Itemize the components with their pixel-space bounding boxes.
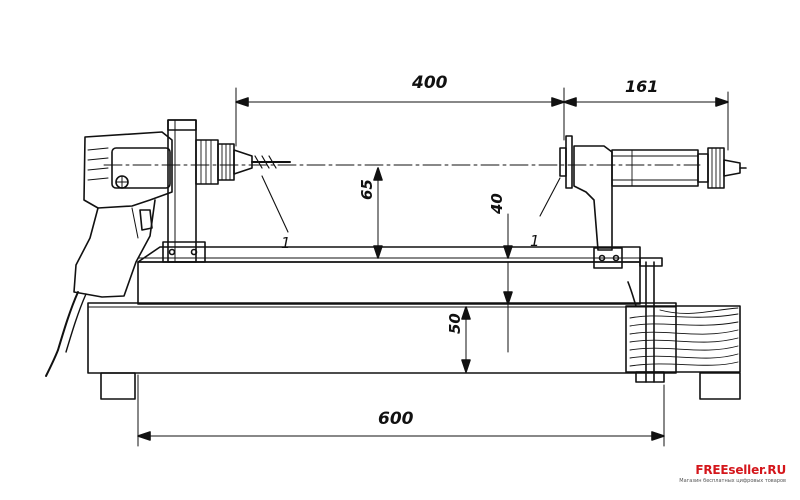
- callout-1-right: 1: [530, 232, 540, 250]
- dim-161: 161: [625, 77, 658, 96]
- clamp-bolt: [627, 257, 665, 383]
- tailstock: [559, 135, 747, 269]
- dim-40: 40: [488, 193, 506, 215]
- base-beam: [87, 246, 677, 374]
- headstock-bracket: [162, 119, 206, 263]
- drive-spur: [251, 155, 291, 169]
- dim-600: 600: [378, 409, 414, 429]
- foot-right: [699, 372, 741, 400]
- watermark-brand: FREEseller.RU: [695, 463, 786, 477]
- drill-chuck: [195, 139, 253, 185]
- callout-leader-left: [261, 175, 289, 233]
- dim-65: 65: [358, 179, 376, 200]
- dim-line-600: [137, 374, 665, 447]
- callout-leader-right: [539, 177, 561, 217]
- electric-drill: [45, 131, 173, 377]
- watermark-tagline: Магазин бесплатных цифровых товаров: [679, 478, 786, 484]
- watermark: FREEseller.RU Магазин бесплатных цифровы…: [679, 463, 786, 484]
- wood-end-block: [625, 305, 741, 373]
- dim-50: 50: [446, 313, 464, 334]
- dim-line-40: [503, 213, 513, 353]
- foot-left: [100, 372, 136, 400]
- dim-400: 400: [411, 73, 448, 93]
- dim-line-161: [563, 91, 729, 151]
- dim-line-50: [461, 306, 471, 373]
- dim-line-400: [235, 87, 565, 147]
- dim-line-65: [373, 167, 383, 259]
- callout-1-left: 1: [281, 234, 291, 252]
